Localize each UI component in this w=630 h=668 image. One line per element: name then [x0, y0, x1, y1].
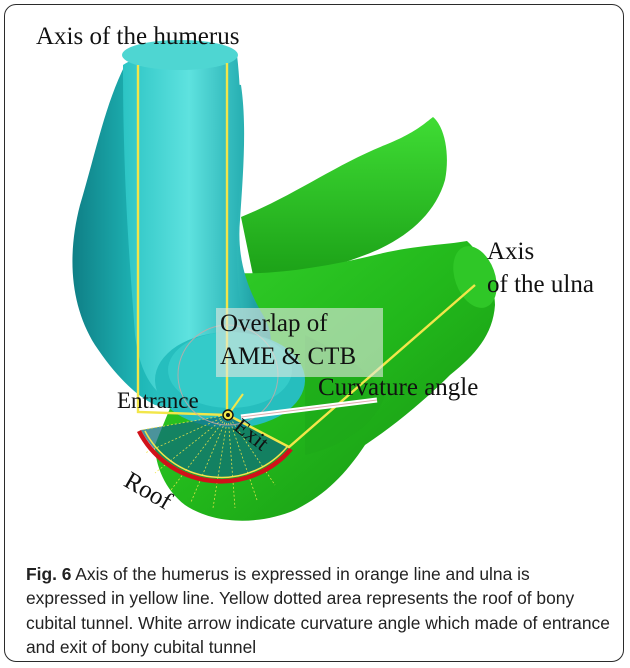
figure-frame: Axis of the humerus Axis of the ulna Ove… — [4, 4, 624, 662]
figure-number: Fig. 6 — [26, 564, 71, 584]
figure-image: Axis of the humerus Axis of the ulna Ove… — [5, 5, 624, 555]
overlap-label-line1: Overlap of — [220, 310, 328, 338]
entrance-label: Entrance — [117, 388, 199, 414]
caption-text: Axis of the humerus is expressed in oran… — [26, 564, 610, 657]
ulna-axis-label-line1: Axis — [487, 238, 534, 266]
humerus-axis-label: Axis of the humerus — [36, 23, 239, 51]
curvature-angle-label: Curvature angle — [318, 374, 478, 402]
overlap-label-line2: AME & CTB — [220, 343, 356, 371]
ulna-axis-label-line2: of the ulna — [487, 271, 594, 299]
figure-caption: Fig. 6 Axis of the humerus is expressed … — [26, 562, 611, 659]
